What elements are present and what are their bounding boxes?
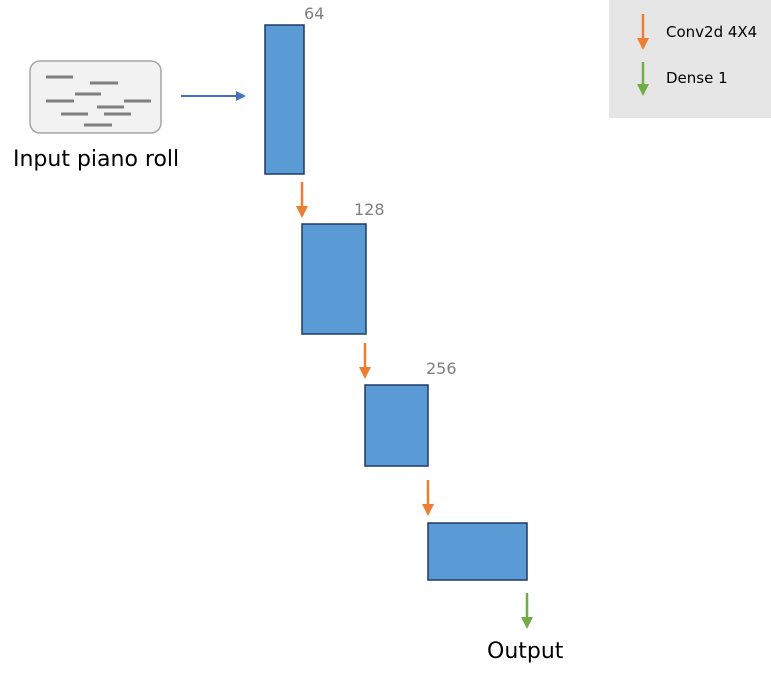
- output-label: Output: [487, 639, 564, 664]
- conv-block-4: [427, 522, 528, 581]
- conv-block-1: [264, 24, 305, 175]
- legend-dense-label: Dense 1: [666, 69, 728, 87]
- block-1-label: 64: [304, 4, 324, 23]
- legend-conv-label: Conv2d 4X4: [666, 23, 757, 41]
- piano-roll-icon: [29, 60, 162, 134]
- block-3-label: 256: [426, 359, 457, 378]
- conv-block-2: [301, 223, 367, 335]
- legend: Conv2d 4X4 Dense 1: [609, 0, 771, 118]
- input-label: Input piano roll: [13, 147, 179, 172]
- block-2-label: 128: [354, 200, 385, 219]
- conv-block-3: [364, 384, 429, 467]
